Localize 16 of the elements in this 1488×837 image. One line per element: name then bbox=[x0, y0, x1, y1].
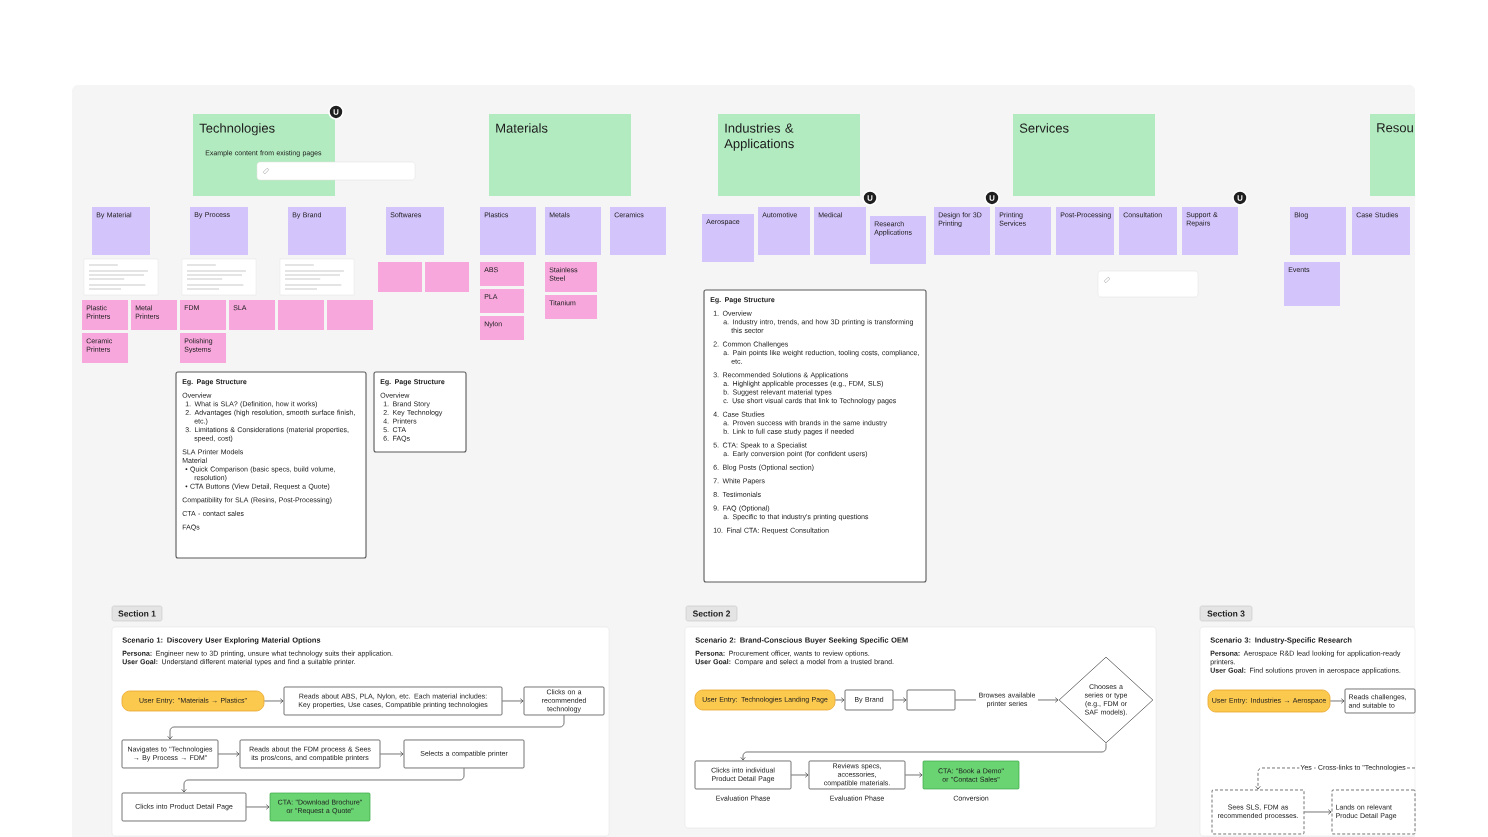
sticky-note bbox=[327, 300, 373, 330]
section-tag: Section 2 bbox=[685, 605, 738, 622]
sticky-note: Resou bbox=[1370, 114, 1415, 196]
section-tag: Section 1 bbox=[111, 605, 163, 622]
avatar-badge: U bbox=[984, 190, 1000, 206]
sticky-note: Services bbox=[1013, 114, 1155, 196]
sticky-note: Materials bbox=[489, 114, 631, 196]
sticky-note bbox=[425, 262, 469, 292]
sticky-note: Industries & Applications bbox=[718, 114, 860, 196]
avatar-badge: U bbox=[1232, 190, 1248, 206]
sticky-note bbox=[378, 262, 422, 292]
sticky-note bbox=[278, 300, 324, 330]
avatar-badge: U bbox=[862, 190, 878, 206]
process-box bbox=[906, 689, 956, 711]
avatar-badge: U bbox=[328, 104, 344, 120]
section-tag: Section 3 bbox=[1199, 605, 1253, 622]
